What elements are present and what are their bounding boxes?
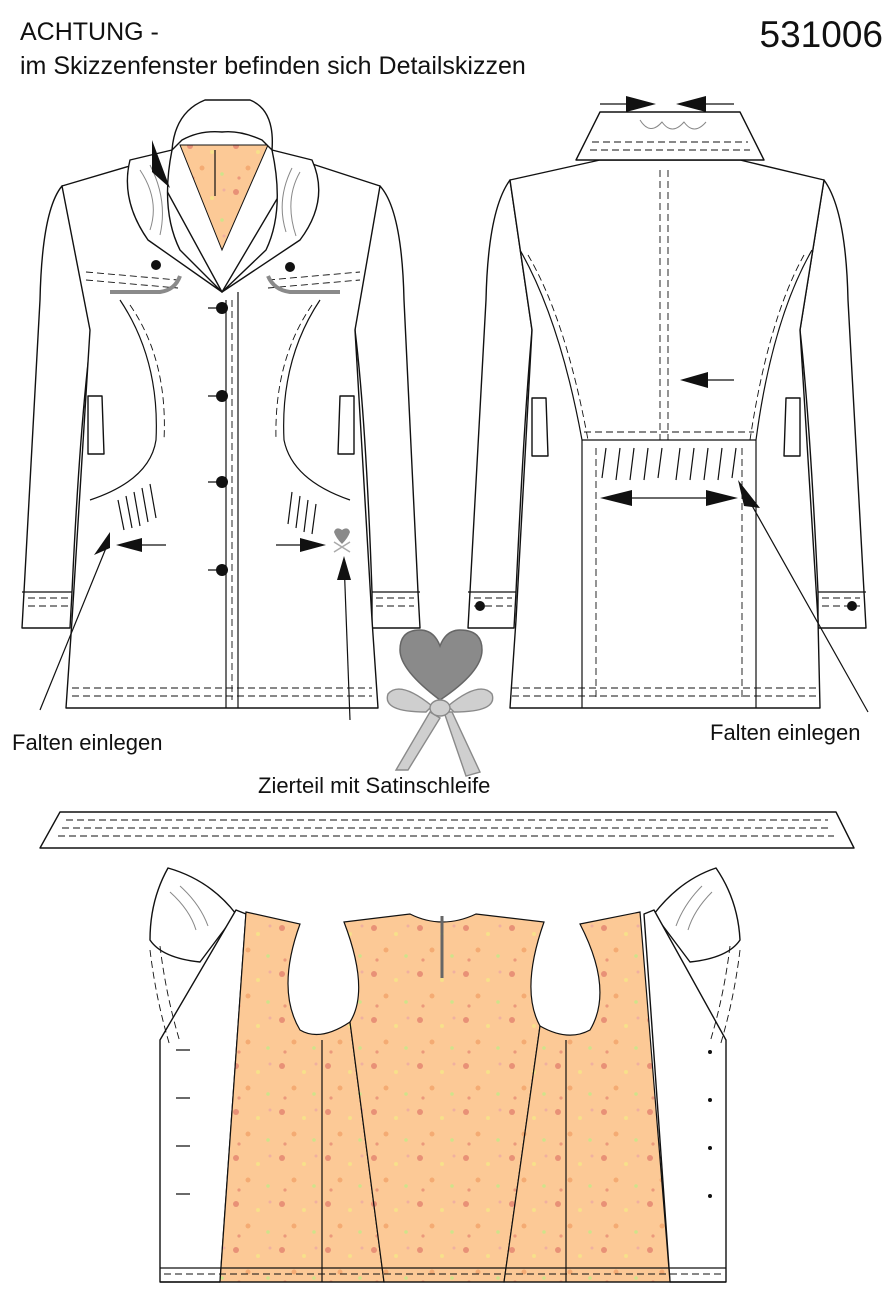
back-left-sleeve [467,179,533,629]
front-view [21,99,421,721]
front-pleats-label: Falten einlegen [12,730,163,755]
ornament-pointer-arrow [337,556,351,580]
lining-left-sleeve [149,867,237,963]
front-right-sleeve [351,179,421,629]
back-right-sleeve [799,179,867,629]
button [216,390,228,402]
front-lining-inset [179,144,269,252]
front-collar [126,149,223,293]
bow-icon [386,688,494,777]
button [475,601,485,611]
article-number: 531006 [759,14,883,55]
lining-right-sleeve [653,867,741,963]
back-body [509,159,825,709]
fold-arrow [676,96,706,112]
fold-arrow [300,538,326,552]
fold-arrow [626,96,656,112]
lining-panel-left [219,911,385,1283]
button [216,564,228,576]
front-body [61,159,381,709]
front-pleats-left [117,483,157,531]
heart-icon [399,629,483,701]
heart-bow-ornament [386,629,494,777]
fold-arrow [706,490,738,506]
button [151,260,161,270]
small-ornament-icon [333,528,351,553]
fold-arrow [600,490,632,506]
button [285,262,295,272]
back-view [467,96,869,713]
button [216,302,228,314]
warning-subtitle: im Skizzenfenster befinden sich Detailsk… [20,52,526,80]
back-collar [575,111,765,161]
fold-arrow [152,140,170,188]
lining-right-facing [643,909,727,1283]
button [216,476,228,488]
lining-panel-center [343,913,545,1283]
back-pleats-label: Falten einlegen [710,720,861,745]
lining-view [149,867,741,1283]
ornament-label: Zierteil mit Satinschleife [258,773,491,798]
button [847,601,857,611]
fold-arrow [116,538,142,552]
front-buttons [151,260,295,576]
warning-title: ACHTUNG - [20,18,159,46]
back-pleats [601,447,737,481]
belt-detail [39,811,855,849]
front-pleats-right [287,491,317,535]
fold-arrow [738,480,760,508]
fold-arrow [680,372,708,388]
lining-panel-right [503,911,671,1283]
